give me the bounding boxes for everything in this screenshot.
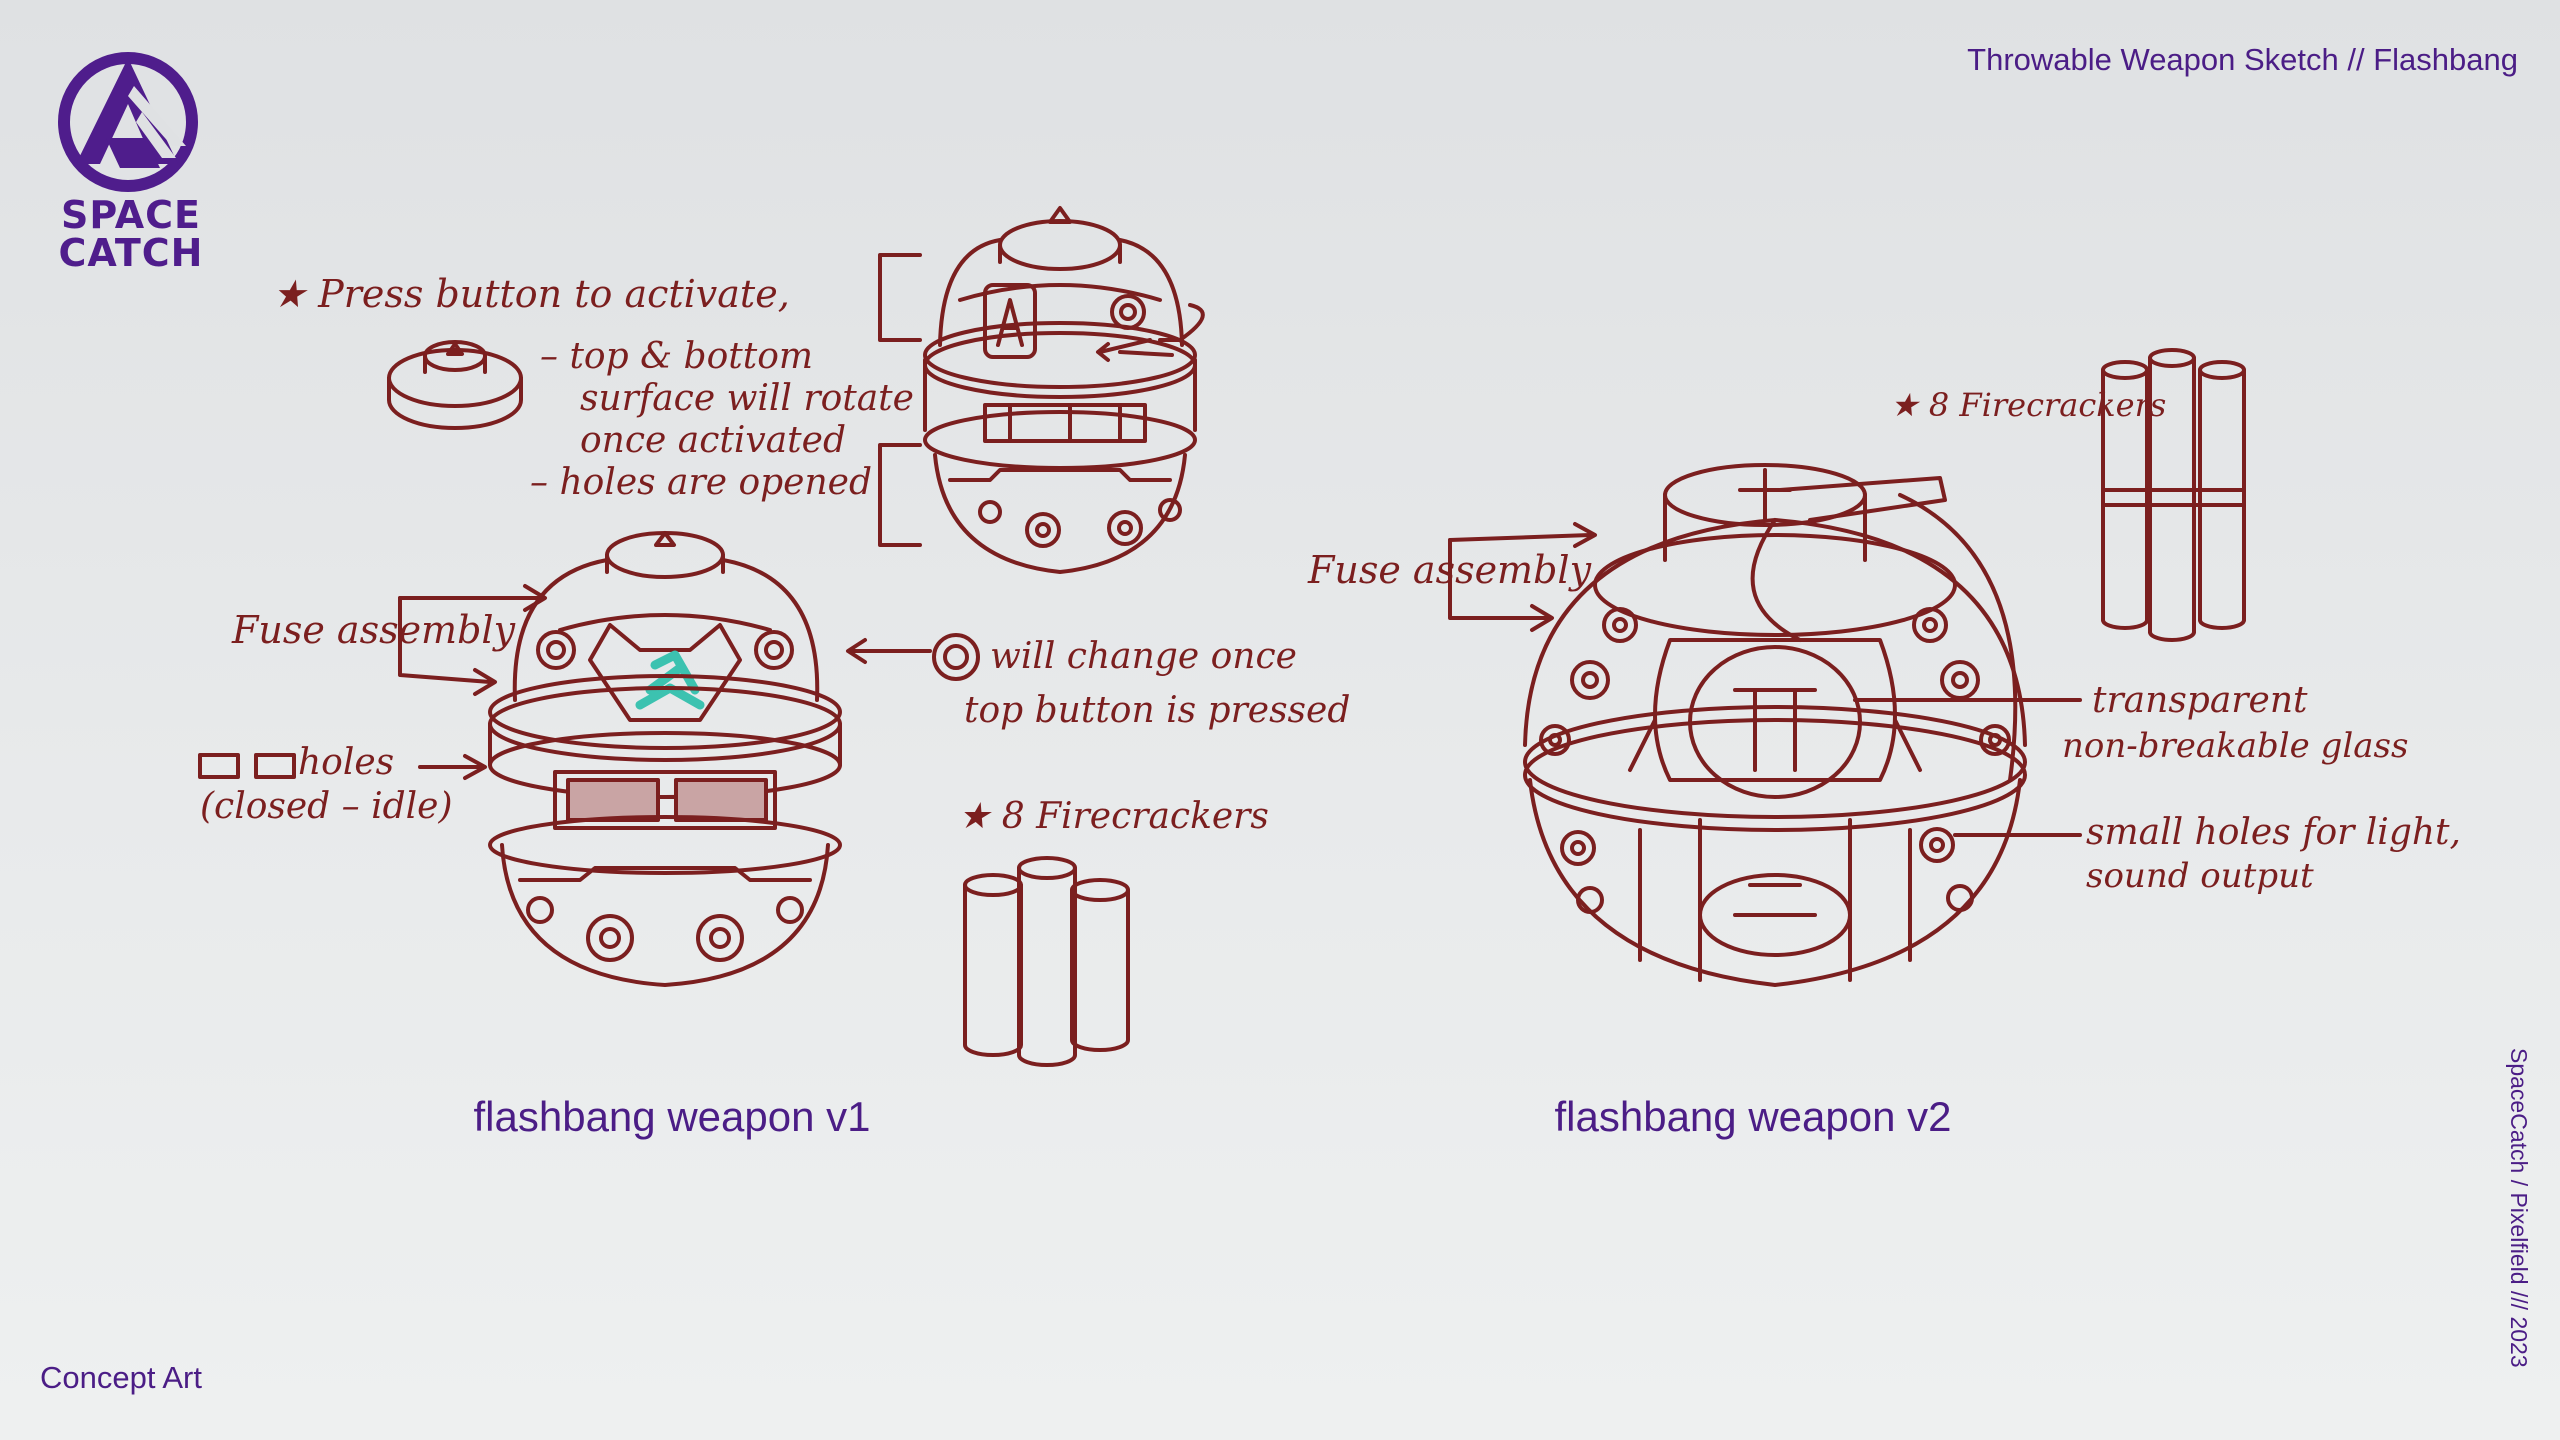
note-transparent: transparent	[2092, 680, 2308, 721]
note-closed-idle: (closed – idle)	[200, 786, 453, 827]
firecrackers-v2-sketch	[2101, 348, 2246, 642]
firecrackers-v1-sketch	[963, 856, 1130, 1067]
note-firecrackers-v2: ★ 8 Firecrackers	[1890, 386, 2167, 424]
note-glass: non-breakable glass	[2062, 726, 2409, 766]
note-holes-opened: – holes are opened	[530, 462, 873, 503]
note-once-activated: once activated	[580, 420, 846, 461]
logo-word-catch: CATCH	[58, 231, 204, 275]
note-fuse-assembly-v1: Fuse assembly	[232, 608, 516, 652]
logo-emblem-icon	[58, 52, 198, 192]
flashbang-v1-activated-sketch	[878, 206, 1205, 574]
activation-button-sketch	[387, 340, 523, 430]
flashbang-v1-idle-sketch	[198, 531, 980, 987]
caption-v2: flashbang weapon v2	[1554, 1093, 1952, 1140]
note-fuse-assembly-v2: Fuse assembly	[1308, 548, 1592, 592]
note-holes: holes	[298, 742, 395, 783]
note-will-change: will change once	[990, 636, 1297, 677]
note-firecrackers-v1: ★ 8 Firecrackers	[958, 796, 1269, 837]
note-surface-rotate: surface will rotate	[580, 378, 914, 419]
note-press-button: ★ Press button to activate,	[272, 272, 790, 316]
note-top-button-pressed: top button is pressed	[964, 690, 1351, 731]
space-catch-logo: SPACE CATCH	[36, 46, 226, 276]
category-label: Concept Art	[40, 1360, 202, 1395]
logo-word-space: SPACE	[61, 193, 201, 237]
note-sound-output: sound output	[2086, 856, 2314, 896]
flashbang-v2-sketch	[1448, 463, 2082, 987]
note-small-holes: small holes for light,	[2086, 812, 2461, 853]
note-top-bottom: – top & bottom	[540, 336, 814, 377]
page-title: Throwable Weapon Sketch // Flashbang	[1967, 42, 2518, 77]
caption-v1: flashbang weapon v1	[473, 1093, 871, 1140]
